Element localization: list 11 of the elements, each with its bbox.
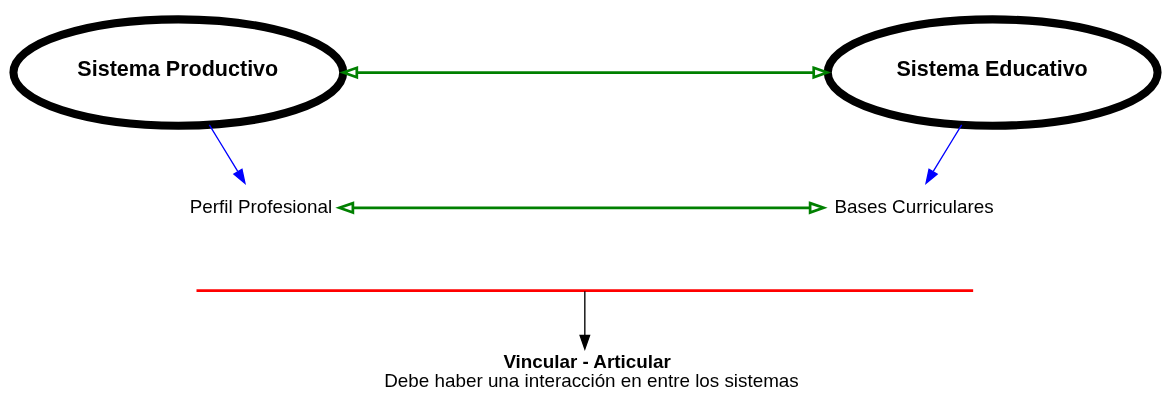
node-ellipse: Sistema Productivo — [9, 14, 348, 130]
node-ellipse: Sistema Educativo — [823, 14, 1162, 130]
arrow — [579, 290, 591, 351]
node-text: Vincular - Articular Debe haber una interacción en entre los sistemas — [384, 350, 799, 391]
node-text: Perfil Profesional — [189, 195, 333, 217]
arrow — [339, 65, 832, 79]
arrow — [335, 200, 828, 214]
node-text: Bases Curriculares — [834, 195, 994, 217]
node-bar — [196, 288, 974, 292]
arrow — [208, 123, 246, 185]
arrow — [925, 123, 963, 185]
